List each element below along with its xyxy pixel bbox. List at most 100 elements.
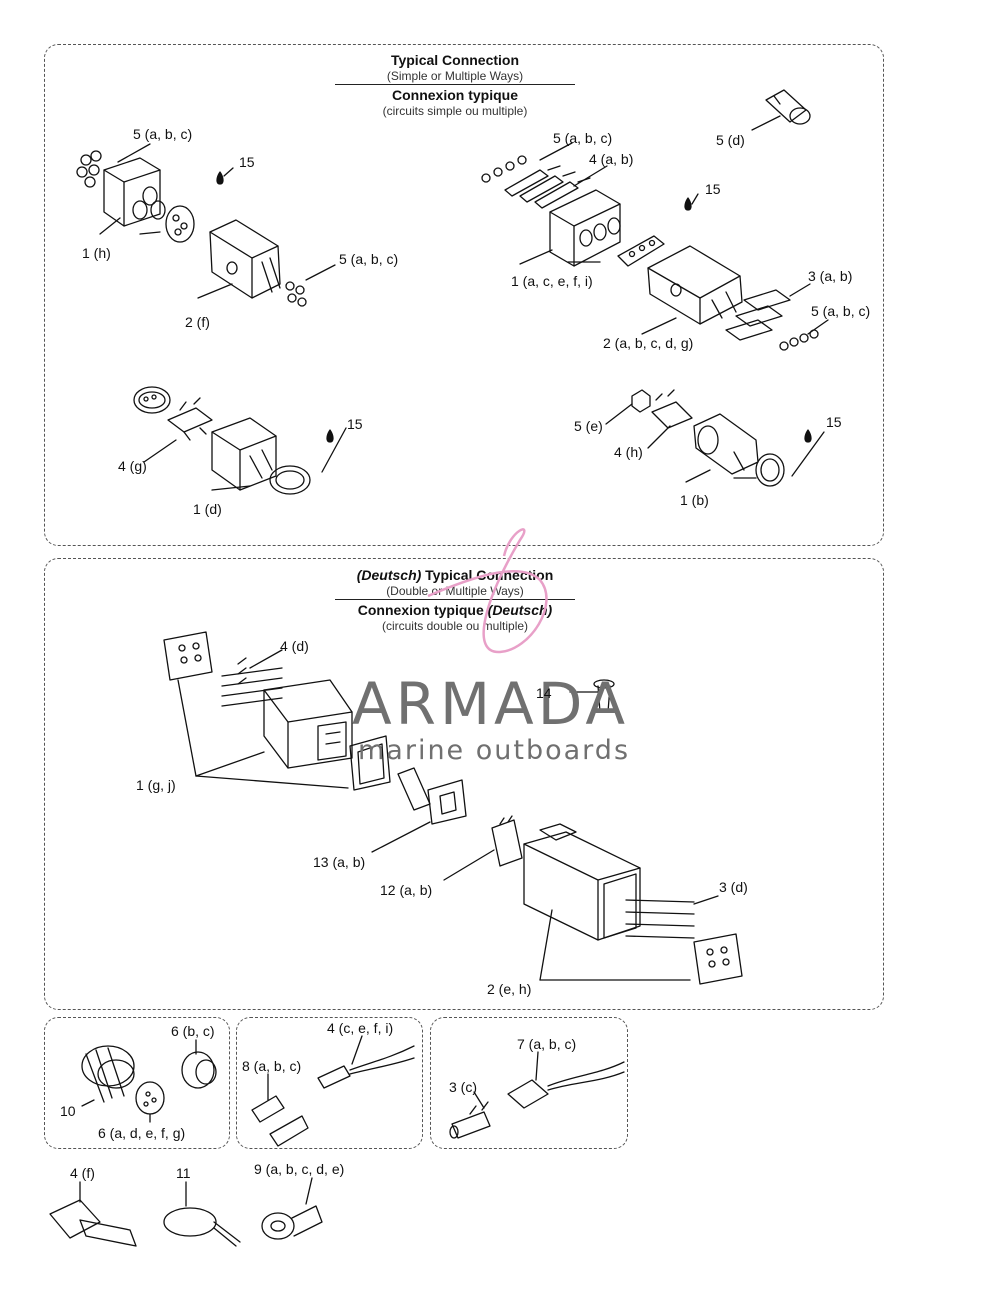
- callout-1b: 1 (b): [680, 492, 709, 508]
- terminal-4h-icon: [651, 389, 693, 429]
- sleeves-8abc-icon: [251, 1095, 309, 1147]
- callout-3ab: 3 (a, b): [808, 268, 853, 284]
- header-typical-sub-en: (Simple or Multiple Ways): [386, 69, 524, 83]
- seal-row-b-icon: [779, 329, 819, 351]
- callout-1gj: 1 (g, j): [136, 777, 176, 793]
- connector-1acefi-icon: [549, 189, 621, 267]
- seal-plate-icon: [165, 205, 195, 243]
- callout-1h: 1 (h): [82, 245, 111, 261]
- plug-5e-icon: [631, 389, 651, 413]
- terminals-3ab-icon: [725, 289, 791, 341]
- panel-typical-connection: [44, 44, 884, 546]
- callout-7abc: 7 (a, b, c): [517, 1036, 577, 1052]
- plug-5d-icon: [765, 89, 811, 125]
- seal-cluster-b-icon: [285, 281, 307, 307]
- panel-terminal: [430, 1017, 628, 1149]
- connector-2abcdg-icon: [647, 245, 743, 325]
- callout-6bc: 6 (b, c): [171, 1023, 215, 1039]
- callout-1acefi: 1 (a, c, e, f, i): [511, 273, 593, 289]
- callout-2abcdg: 2 (a, b, c, d, g): [603, 335, 694, 351]
- callout-2eh: 2 (e, h): [487, 981, 532, 997]
- sleeve-4cefi-icon: [317, 1045, 415, 1089]
- callout-15-d: 15: [826, 414, 842, 430]
- terminals-4d-icon: [221, 657, 283, 707]
- watermark-sub: marine outboards: [358, 735, 631, 766]
- drop-15-a-icon: [216, 171, 224, 185]
- wedge-plate-icon: [349, 735, 391, 791]
- panel-deutsch-connection: [44, 558, 884, 1010]
- ring-terminal-9abcde-icon: [261, 1205, 323, 1240]
- watermark-word: ARMADA: [352, 670, 630, 738]
- callout-3d: 3 (d): [719, 879, 748, 895]
- callout-15-c: 15: [347, 416, 363, 432]
- header-deutsch-line-fr: Connexion typique (Deutsch): [335, 602, 575, 619]
- callout-5d: 5 (d): [716, 132, 745, 148]
- seal-plate-deutsch-a-icon: [163, 631, 213, 681]
- header-deutsch: (Deutsch) Typical Connection (Double or …: [335, 567, 575, 633]
- callout-5e: 5 (e): [574, 418, 603, 434]
- drop-15-d-icon: [804, 429, 812, 443]
- callout-5abc-c: 5 (a, b, c): [553, 130, 613, 146]
- callout-2f: 2 (f): [185, 314, 210, 330]
- callout-4ab: 4 (a, b): [589, 151, 634, 167]
- callout-3c: 3 (c): [449, 1079, 477, 1095]
- header-deutsch-brand-en: (Deutsch): [356, 567, 422, 583]
- drop-15-c-icon: [326, 429, 334, 443]
- seal-1b-icon: [755, 453, 785, 487]
- callout-4g: 4 (g): [118, 458, 147, 474]
- callout-4f: 4 (f): [70, 1165, 95, 1181]
- seal-cluster-icon: [76, 150, 102, 188]
- header-deutsch-sub-fr: (circuits double ou multiple): [381, 619, 529, 633]
- terminals-3d-icon: [625, 899, 695, 939]
- seal-row-icon: [481, 155, 527, 183]
- callout-5abc-d: 5 (a, b, c): [811, 303, 871, 319]
- callout-5abc-b: 5 (a, b, c): [339, 251, 399, 267]
- callout-4d: 4 (d): [280, 638, 309, 654]
- grommet-6bc-icon: [181, 1051, 217, 1089]
- callout-5abc-a: 5 (a, b, c): [133, 126, 193, 142]
- tie-wrap-11-icon: [163, 1207, 241, 1247]
- callout-10: 10: [60, 1103, 76, 1119]
- header-deutsch-title-fr: Connexion typique: [357, 602, 484, 618]
- terminal-3c-icon: [449, 1101, 491, 1139]
- panel-grommets: [44, 1017, 230, 1149]
- wedgelock-12ab-icon: [491, 815, 523, 867]
- seal-1d-icon: [269, 465, 311, 495]
- seal-plate-b-icon: [617, 235, 665, 267]
- header-typical-title-en: Typical Connection: [390, 52, 520, 68]
- terminal-7abc-icon: [507, 1061, 625, 1109]
- logo-swirl-icon: [427, 528, 548, 654]
- connector-2eh-icon: [523, 823, 641, 941]
- connector-2f-icon: [209, 219, 281, 299]
- callout-14: 14: [536, 685, 552, 701]
- wedgelock-13ab-icon: [397, 767, 467, 825]
- callout-4cefi: 4 (c, e, f, i): [327, 1020, 394, 1036]
- drop-15-b-icon: [684, 197, 692, 211]
- seal-plate-deutsch-b-icon: [693, 933, 743, 985]
- callout-8abc: 8 (a, b, c): [242, 1058, 302, 1074]
- terminals-4g-icon: [167, 397, 213, 441]
- header-typical-title-fr: Connexion typique: [392, 87, 518, 103]
- pin-14-icon: [593, 679, 615, 713]
- callout-15-b: 15: [705, 181, 721, 197]
- callout-12ab: 12 (a, b): [380, 882, 433, 898]
- grommet-6adefg-icon: [135, 1081, 165, 1115]
- callout-11: 11: [176, 1165, 191, 1181]
- terminal-4f-icon: [49, 1199, 137, 1247]
- panel-sleeves: [236, 1017, 423, 1149]
- connector-1d-icon: [211, 417, 277, 491]
- nut-10-icon: [81, 1045, 135, 1103]
- callout-1d: 1 (d): [193, 501, 222, 517]
- callout-15-a: 15: [239, 154, 255, 170]
- header-deutsch-brand-fr: (Deutsch): [487, 602, 553, 618]
- seal-4g-icon: [133, 386, 171, 414]
- callout-13ab: 13 (a, b): [313, 854, 366, 870]
- header-typical-sub-fr: (circuits simple ou multiple): [382, 104, 528, 118]
- callout-6adefg: 6 (a, d, e, f, g): [98, 1125, 186, 1141]
- header-deutsch-sub-en: (Double or Multiple Ways): [386, 584, 524, 598]
- callout-9abcde: 9 (a, b, c, d, e): [254, 1161, 345, 1177]
- header-typical: Typical Connection (Simple or Multiple W…: [335, 52, 575, 118]
- callout-4h: 4 (h): [614, 444, 643, 460]
- terminals-4ab-icon: [504, 165, 591, 209]
